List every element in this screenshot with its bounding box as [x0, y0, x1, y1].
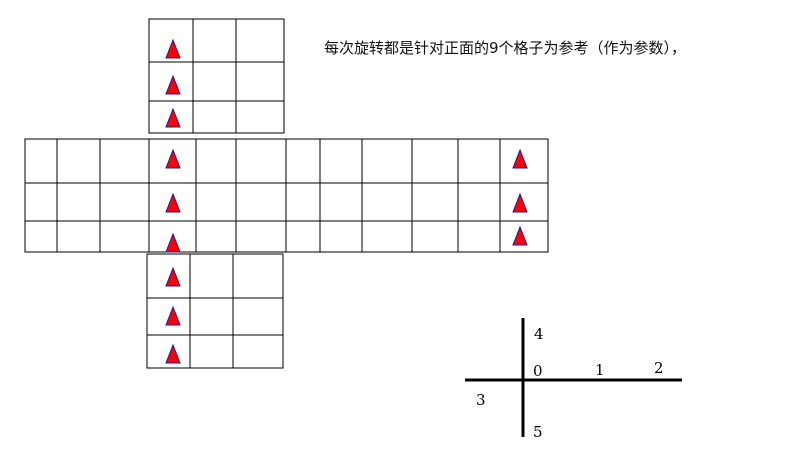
- axis-label-left: 3: [476, 391, 486, 409]
- marker-layer: [165, 38, 528, 364]
- face-top: [148, 18, 285, 134]
- axis-label-right-2: 2: [654, 359, 664, 377]
- red-triangle-marker: [165, 192, 181, 213]
- red-triangle-marker: [165, 266, 181, 287]
- red-triangle-marker: [512, 192, 528, 213]
- axis-label-down: 5: [533, 423, 543, 441]
- red-triangle-marker: [165, 107, 181, 128]
- axis-label-center: 0: [533, 362, 543, 380]
- red-triangle-marker: [512, 148, 528, 169]
- instruction-caption: 每次旋转都是针对正面的9个格子为参考（作为参数），: [324, 39, 687, 57]
- red-triangle-marker: [165, 305, 181, 326]
- red-triangle-marker: [165, 148, 181, 169]
- axis-label-up: 4: [534, 325, 544, 343]
- face-bottom: [146, 253, 284, 369]
- red-triangle-marker: [165, 38, 181, 59]
- red-triangle-marker: [165, 232, 181, 253]
- red-triangle-marker: [165, 74, 181, 95]
- red-triangle-marker: [165, 343, 181, 364]
- cube-net: [24, 18, 549, 369]
- axis-label-right-1: 1: [595, 361, 605, 379]
- red-triangle-marker: [512, 225, 528, 246]
- axis-diagram: 4 0 1 2 3 5: [465, 318, 682, 441]
